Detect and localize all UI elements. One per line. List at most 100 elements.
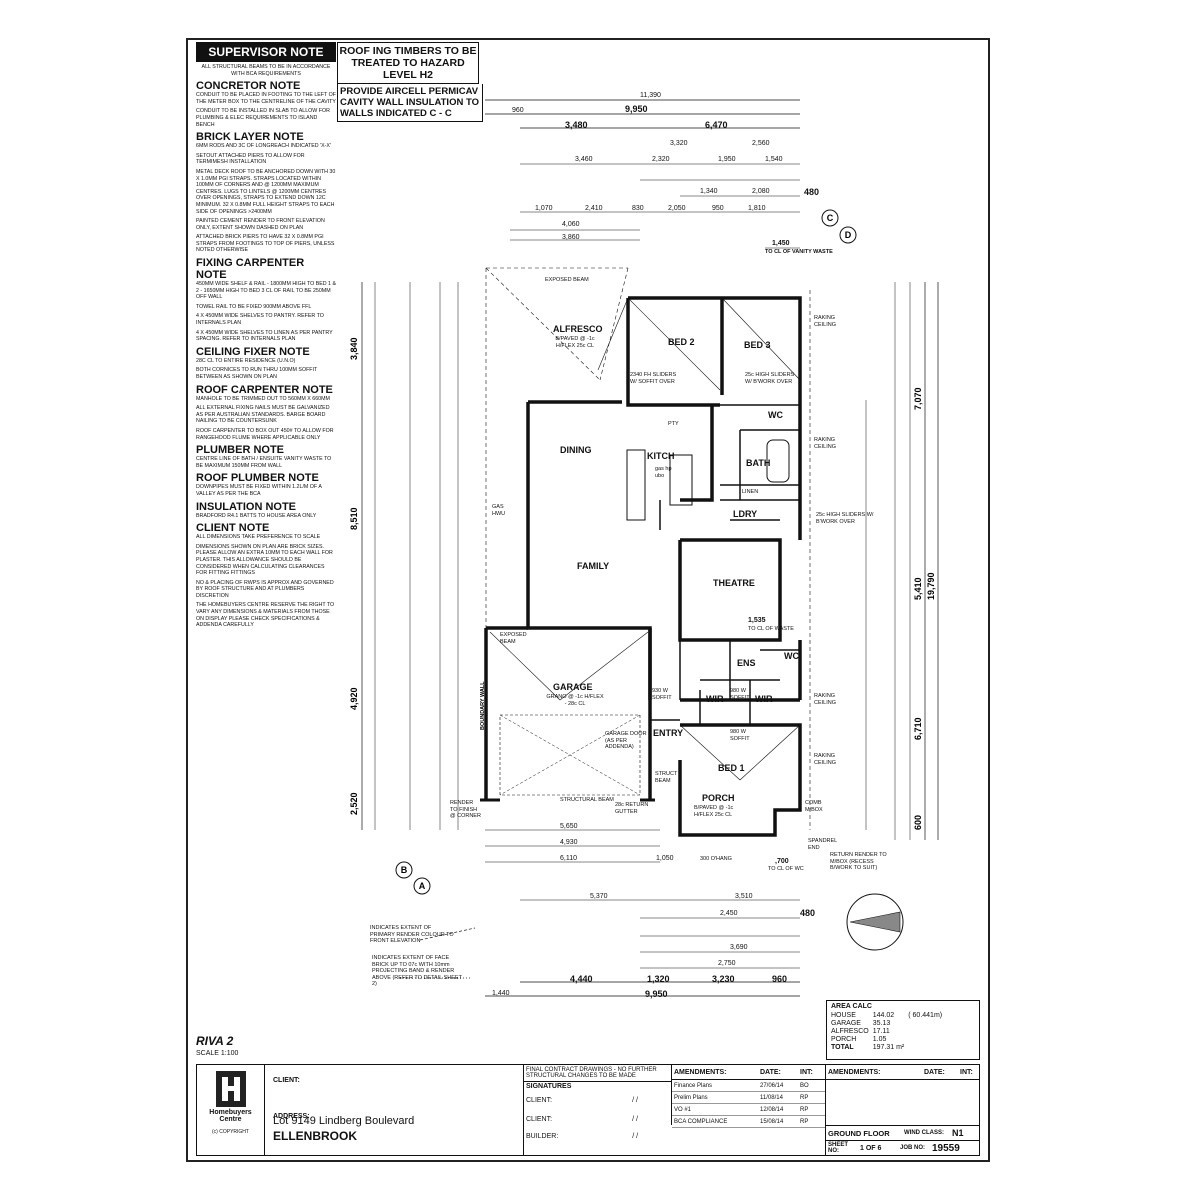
copyright: (c) COPYRIGHT	[212, 1129, 249, 1135]
gas-hp-note: gas hp ubo	[655, 466, 672, 479]
room-bed1: BED 1	[718, 763, 745, 773]
dim-left-2520: 2,520	[349, 792, 359, 815]
amend2-date-label: DATE:	[924, 1068, 945, 1076]
dim-9950-top: 9,950	[625, 104, 648, 114]
plan-name: RIVA 2	[196, 1034, 234, 1048]
amendments-label: AMENDMENTS:	[674, 1068, 727, 1076]
dim-480-top: 480	[804, 187, 820, 197]
note-text: DIMENSIONS SHOWN ON PLAN ARE BRICK SIZES…	[196, 543, 333, 577]
amendment-int: RP	[800, 1118, 809, 1125]
dim-700: ,700	[775, 858, 789, 865]
external-walls	[484, 296, 802, 837]
amendment-date: 12/08/14	[760, 1106, 784, 1113]
marker-b-circle	[395, 861, 413, 879]
note-text: CONDUIT TO BE INSTALLED IN SLAB TO ALLOW…	[196, 108, 330, 128]
logo-line2: Centre	[219, 1116, 242, 1123]
room-ldry: LDRY	[733, 509, 758, 519]
dim-1050: 1,050	[656, 855, 674, 862]
sig-builder-label: BUILDER:	[526, 1133, 559, 1140]
note-heading: ROOF CARPENTER NOTE	[196, 383, 333, 396]
note-text: ROOF CARPENTER TO BOX OUT 450# TO ALLOW …	[196, 427, 334, 441]
sig-client1-date: / /	[632, 1097, 638, 1104]
dim-right-7070: 7,070	[913, 387, 923, 410]
room-bed3: BED 3	[744, 340, 771, 350]
signatures-cell: FINAL CONTRACT DRAWINGS - NO FURTHER STR…	[523, 1065, 671, 1155]
dim-6110: 6,110	[560, 855, 577, 862]
title-block: Homebuyers Centre (c) COPYRIGHT CLIENT: …	[196, 1064, 980, 1156]
raking-ceiling-bed1: RAKING CEILING	[814, 753, 837, 766]
room-linen: LINEN	[742, 489, 759, 495]
note-text: 6mm RODS AND 3c OF LONGREACH INDICATED '…	[196, 143, 331, 150]
homebuyers-logo-icon	[215, 1071, 246, 1107]
note-text: No & PLACING OF RWPs IS APPROX AND GOVER…	[196, 579, 334, 599]
wind-class-label: WIND CLASS:	[904, 1130, 944, 1136]
sliders-soffit-note: 2340 FH SLIDERS W/ SOFFIT OVER	[630, 372, 677, 385]
notes-column: SUPERVISOR NOTE ALL STRUCTURAL BEAMS TO …	[196, 42, 336, 632]
marker-c-label: C	[827, 213, 834, 223]
dim-left-4920: 4,920	[349, 687, 359, 710]
suburb-value: ELLENBROOK	[273, 1129, 357, 1143]
dim-2450: 2,450	[720, 910, 738, 917]
room-garage: GARAGE	[553, 682, 593, 692]
note-heading: CLIENT NOTE	[196, 522, 270, 535]
note-text: 28c CL TO ENTIRE RESIDENCE (U.N.O)	[196, 357, 296, 364]
note-text: ATTACHED BRICK PIERS TO HAVE 32 x 0.8mm …	[196, 234, 335, 254]
room-ens: ENS	[737, 658, 756, 668]
logo-cell: Homebuyers Centre (c) COPYRIGHT	[197, 1065, 265, 1155]
dim-2560: 2,560	[752, 140, 770, 147]
compass-arrow	[849, 911, 901, 933]
marker-c-circle	[821, 209, 839, 227]
raking-lines	[489, 297, 801, 781]
note-heading: FIXING CARPENTER NOTE	[196, 257, 305, 282]
dim-960-bottom: 960	[772, 974, 788, 984]
dim-right-19790: 19,790	[926, 572, 936, 600]
dim-3480: 3,480	[565, 120, 588, 130]
dim-left-8510: 8,510	[349, 507, 359, 530]
kitchen-bench	[669, 454, 693, 506]
room-wc-upper: WC	[768, 410, 783, 420]
insulation-box-note: PROVIDE AIRCELL PERMICAV CAVITY WALL INS…	[337, 84, 483, 122]
amendment-date: 15/08/14	[760, 1118, 784, 1125]
marker-d-label: D	[845, 230, 852, 240]
logo-line1: Homebuyers	[209, 1109, 252, 1116]
dim-4930: 4,930	[560, 839, 578, 846]
garage-door-outline	[499, 714, 641, 796]
amend-int-label: INT:	[800, 1068, 813, 1076]
note-text: TOWEL RAIL TO BE FIXED 900mm ABOVE FFL	[196, 303, 312, 310]
room-bath: BATH	[746, 458, 771, 468]
exposed-beam-garage: EXPOSED BEAM	[500, 632, 527, 645]
note-heading: CONCRETOR NOTE	[196, 80, 301, 93]
spandrel-note: SPANDREL END	[808, 838, 838, 851]
amendment-desc: Finance Plans	[674, 1082, 713, 1089]
ground-floor-label: GROUND FLOOR	[828, 1128, 890, 1138]
note-text: BRADFORD R4.1 BATTS TO HOUSE AREA ONLY	[196, 512, 317, 519]
roof-timbers-note: ROOF ING TIMBERS TO BE TREATED TO HAZARD…	[337, 42, 479, 84]
dim-5650: 5,650	[560, 823, 578, 830]
garage-door-note: GARAGE DOOR (AS PER ADDENDA)	[605, 731, 647, 750]
dim-1440: 1,440	[492, 990, 510, 997]
waste-cl-note: TO CL OF WASTE	[748, 626, 794, 632]
amendment-desc: VO #1	[674, 1106, 692, 1113]
plan-scale: SCALE 1:100	[196, 1050, 239, 1057]
dim-1340: 1,340	[700, 188, 718, 195]
amendment-int: RP	[800, 1094, 809, 1101]
primary-render-legend: INDICATES EXTENT OF PRIMARY RENDER COLOU…	[370, 925, 454, 944]
dim-480-bottom: 480	[800, 908, 816, 918]
amendment-int: BO	[800, 1082, 809, 1089]
room-wir-1: WIR	[706, 694, 724, 704]
room-family: FAMILY	[577, 561, 610, 571]
dim-5370: 5,370	[590, 893, 608, 900]
dim-1320: 1,320	[647, 974, 670, 984]
sheet-no-label: SHEET NO:	[828, 1142, 849, 1154]
room-theatre: THEATRE	[713, 578, 755, 588]
exposed-beam-note: EXPOSED BEAM	[545, 277, 589, 283]
alfresco-finish: B/PAVED @ -1c H/FLEX 25c CL	[555, 336, 595, 349]
amendment-desc: BCA COMPLIANCE	[674, 1118, 728, 1125]
dim-3860: 3,860	[562, 234, 580, 241]
dim-2050: 2,050	[668, 205, 686, 212]
bath-tub	[766, 439, 790, 483]
